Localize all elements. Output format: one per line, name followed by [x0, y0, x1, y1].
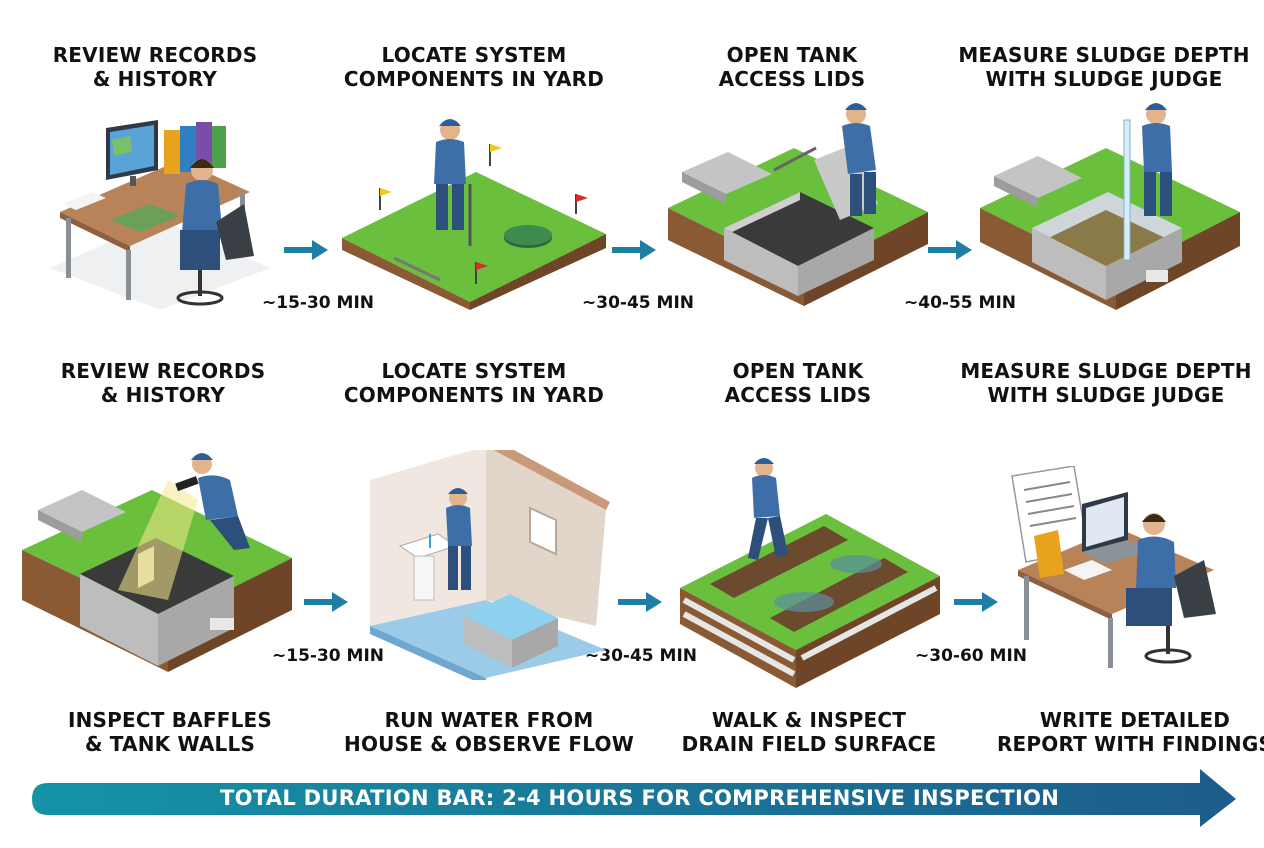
tank-icon — [464, 594, 558, 668]
time-label-step1: ~15-30 MIN — [262, 293, 375, 313]
worker-icon — [1142, 103, 1172, 216]
flashlight-icon — [175, 476, 199, 492]
time-label-step2: ~30-45 MIN — [582, 293, 695, 313]
scene-write-report — [1011, 466, 1216, 668]
scene-run-water — [370, 450, 610, 680]
step-label-write-report: WRITE DETAILED REPORT WITH FINDINGS — [996, 708, 1264, 756]
mid-label-open-lids: OPEN TANK ACCESS LIDS — [724, 359, 872, 407]
scene-review-records — [50, 120, 270, 310]
mid-label-measure-sludge: MEASURE SLUDGE DEPTH WITH SLUDGE JUDGE — [960, 359, 1252, 407]
scene-drain-field — [680, 458, 940, 688]
step-label-run-water: RUN WATER FROM HOUSE & OBSERVE FLOW — [344, 708, 634, 756]
scene-open-lids — [668, 103, 928, 306]
step-label-review-records: REVIEW RECORDS & HISTORY — [52, 43, 258, 91]
worker-icon — [446, 488, 472, 590]
flow-arrow-4 — [304, 592, 348, 612]
flow-arrow-5 — [618, 592, 662, 612]
worker-icon — [842, 103, 876, 216]
step-label-open-lids: OPEN TANK ACCESS LIDS — [718, 43, 866, 91]
mid-label-review-records: REVIEW RECORDS & HISTORY — [60, 359, 266, 407]
flow-arrow-6 — [954, 592, 998, 612]
flag-icon — [379, 144, 588, 284]
lid-icon — [38, 490, 126, 542]
step-label-inspect-baffles: INSPECT BAFFLES & TANK WALLS — [67, 708, 273, 756]
time-label-step3: ~40-55 MIN — [904, 293, 1017, 313]
step-label-locate-components: LOCATE SYSTEM COMPONENTS IN YARD — [343, 43, 605, 91]
time-label-step7: ~30-60 MIN — [915, 646, 1028, 666]
drain-pipe-icon — [682, 585, 938, 677]
laptop-icon — [1082, 492, 1152, 564]
flow-arrow-2 — [612, 240, 656, 260]
total-duration-text: TOTAL DURATION BAR: 2-4 HOURS FOR COMPRE… — [220, 786, 1060, 810]
total-duration-bar — [32, 769, 1236, 827]
worker-icon — [1126, 513, 1216, 664]
house-icon — [370, 450, 610, 626]
worker-icon — [434, 119, 472, 246]
time-label-step6: ~30-45 MIN — [585, 646, 698, 666]
time-label-step5: ~15-30 MIN — [272, 646, 385, 666]
worker-icon — [191, 453, 250, 550]
flow-arrow-1 — [284, 240, 328, 260]
lid-icon — [994, 156, 1082, 208]
worker-icon — [176, 159, 254, 306]
sink-icon — [398, 533, 458, 601]
document-icon — [1011, 466, 1089, 563]
scene-locate-components — [342, 119, 606, 310]
step-label-drain-field: WALK & INSPECT DRAIN FIELD SURFACE — [681, 708, 937, 756]
step-label-measure-sludge: MEASURE SLUDGE DEPTH WITH SLUDGE JUDGE — [958, 43, 1250, 91]
sludge-pole-icon — [1123, 119, 1131, 261]
scene-inspect-baffles — [22, 453, 292, 672]
manhole-icon — [504, 225, 552, 248]
worker-icon — [748, 458, 788, 560]
flow-arrow-3 — [928, 240, 972, 260]
binder-icon — [164, 122, 226, 174]
computer-icon — [106, 120, 158, 186]
mid-label-locate-components: LOCATE SYSTEM COMPONENTS IN YARD — [343, 359, 605, 407]
scene-measure-sludge — [980, 103, 1240, 310]
